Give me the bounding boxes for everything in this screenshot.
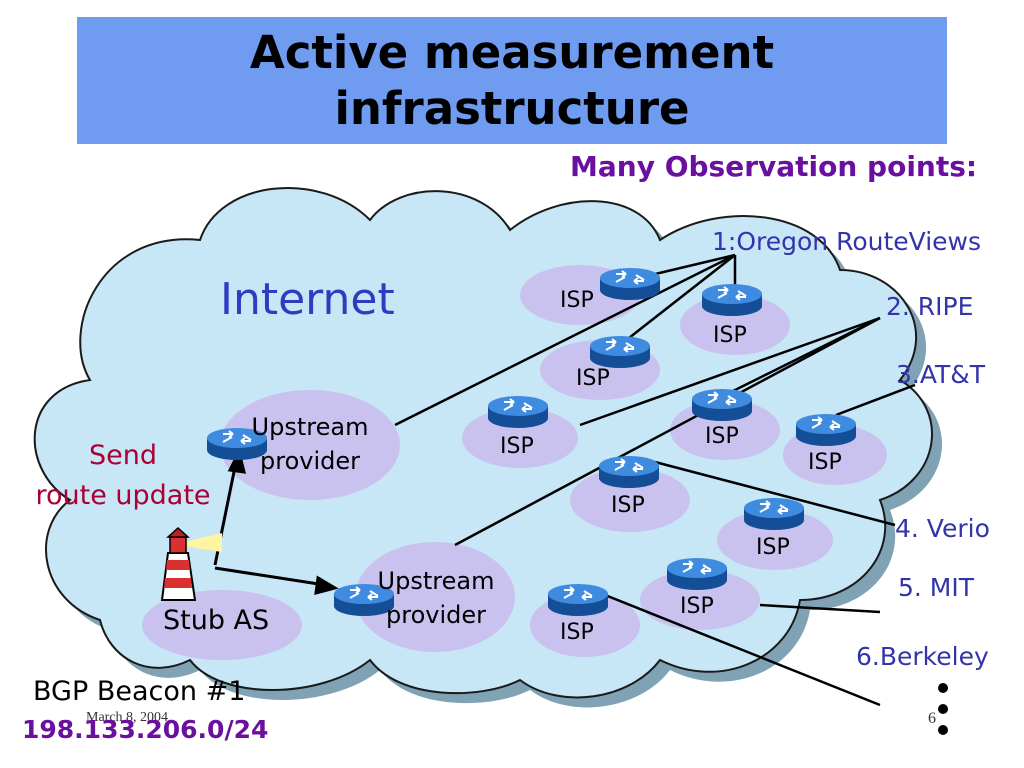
observation-heading: Many Observation points: [570, 150, 978, 183]
observer-berkeley: 6.Berkeley [856, 642, 989, 671]
page-number: 6 [928, 710, 936, 727]
slide-date: March 8, 2004 [86, 710, 169, 725]
isp-label: ISP [705, 424, 739, 449]
slide-title: Active measurement infrastructure [249, 26, 775, 135]
isp-label: ISP [611, 493, 645, 518]
observer-oregon-routeviews: 1:Oregon RouteViews [712, 227, 981, 256]
router-icon [599, 267, 661, 301]
beacon-title: BGP Beacon #1 [33, 676, 246, 707]
observer-mit: 5. MIT [898, 573, 975, 602]
router-icon [598, 455, 660, 489]
isp-label: ISP [756, 535, 790, 560]
isp-label: ISP [500, 434, 534, 459]
observation-links [394, 253, 916, 707]
send-update-label: Send route update [35, 440, 211, 511]
beacon-prefix: 198.133.206.0/24 [22, 715, 269, 744]
isp-label: ISP [713, 323, 747, 348]
router-icon [589, 335, 651, 369]
isp-label: ISP [560, 620, 594, 645]
more-dots-icon [938, 683, 948, 735]
upstream-provider-label: Upstream provider [377, 567, 495, 629]
router-icon [743, 497, 805, 531]
observer-att: 3.AT&T [896, 360, 986, 389]
upstream-cloud [355, 542, 515, 652]
isp-cloud [717, 510, 833, 570]
router-icon [691, 388, 753, 422]
router-icon [795, 413, 857, 447]
stub-as-label: Stub AS [163, 605, 270, 636]
upstream-provider-label: Upstream provider [251, 413, 369, 475]
isp-label: ISP [560, 288, 594, 313]
router-icon [547, 583, 609, 617]
lighthouse-icon [160, 526, 222, 601]
isp-cloud [640, 570, 760, 630]
title-banner: Active measurement infrastructure [77, 17, 947, 144]
stub-cloud [142, 590, 302, 660]
internet-label: Internet [220, 274, 395, 325]
router-icon [666, 557, 728, 591]
upstream-cloud [220, 390, 400, 500]
isp-label: ISP [808, 450, 842, 475]
router-icon [487, 395, 549, 429]
isp-label: ISP [680, 594, 714, 619]
observer-verio: 4. Verio [895, 514, 990, 543]
isp-cloud [462, 408, 578, 468]
isp-label: ISP [576, 366, 610, 391]
router-icon [701, 283, 763, 317]
isp-clouds [142, 265, 887, 660]
observer-ripe: 2. RIPE [886, 292, 974, 321]
isp-cloud [570, 468, 690, 532]
